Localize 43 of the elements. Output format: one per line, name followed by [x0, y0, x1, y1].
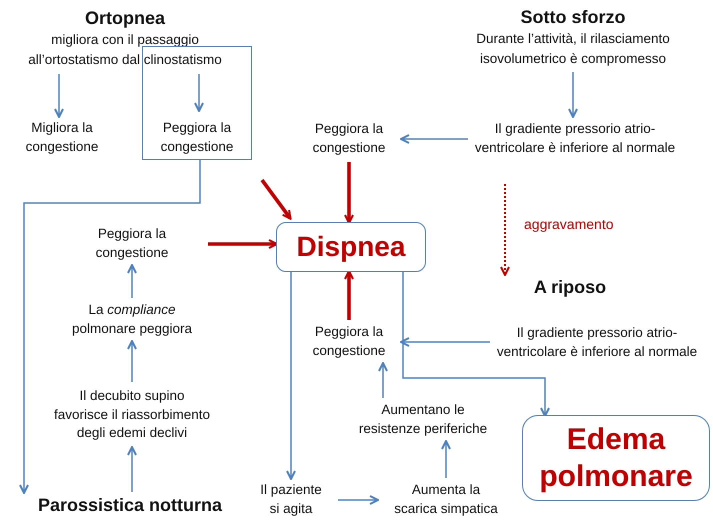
arrow: [338, 495, 379, 505]
arrow: [344, 162, 354, 224]
arrow: [400, 134, 468, 144]
step-text: Peggiora la congestione: [94, 225, 170, 262]
step-text: Peggiora la congestione: [312, 120, 386, 157]
step-text: La compliance polmonare peggiora: [70, 301, 194, 338]
section-heading: Parossistica notturna: [38, 494, 222, 518]
highlight-box: [142, 46, 252, 160]
section-heading: Sotto sforzo: [520, 6, 626, 29]
description-text: migliora con il passaggio all’ortostatismo dal clinostatismo: [27, 31, 223, 69]
arrow: [127, 264, 137, 298]
step-text: Peggiora la congestione: [312, 323, 386, 360]
section-heading: Ortopnea: [84, 6, 165, 30]
node-text: Edema polmonare: [538, 422, 694, 495]
step-text: Il paziente si agita: [259, 481, 323, 518]
arrow: [127, 340, 137, 382]
arrow: [441, 440, 451, 478]
node-text: Dispnea: [296, 230, 406, 264]
arrow: [194, 74, 204, 112]
arrow: [208, 239, 278, 249]
arrow: [286, 272, 296, 480]
arrow: [402, 272, 550, 417]
step-text: Migliora la congestione: [24, 119, 100, 156]
arrow: [500, 184, 510, 276]
arrow: [127, 446, 137, 492]
symptom-box: [276, 222, 426, 272]
arrow: [260, 178, 292, 220]
step-text: Peggiora la congestione: [160, 119, 234, 156]
arrow: [344, 270, 354, 320]
step-text: Il decubito supino favorisce il riassorbimento degli edemi declivi: [53, 386, 211, 442]
arrow: [19, 160, 201, 494]
step-text: Aumentano le resistenze periferiche: [358, 401, 488, 438]
arrow: [378, 362, 388, 398]
step-text: Aumenta la scarica simpatica: [393, 481, 499, 518]
step-text: Il gradiente pressorio atrio-ventricolare è inferiore al normale: [496, 324, 698, 361]
arrow: [568, 72, 578, 118]
arrow: [400, 337, 490, 347]
section-heading: A riposo: [534, 276, 606, 300]
description-text: Durante l’attività, il rilasciamento isovolumetrico è compromesso: [475, 30, 671, 68]
step-text: Il gradiente pressorio atrio-ventricolare è inferiore al normale: [474, 120, 676, 157]
outcome-box: [522, 415, 710, 501]
arrow: [54, 74, 64, 118]
annotation-text: aggravamento: [524, 216, 614, 232]
